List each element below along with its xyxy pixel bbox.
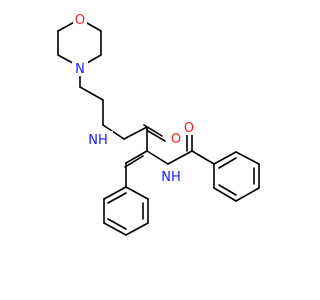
bond <box>107 218 127 230</box>
bond <box>102 124 125 140</box>
bond <box>235 187 260 202</box>
bond <box>213 187 237 202</box>
morpholine-oxygen-label: O <box>73 11 87 28</box>
bond <box>235 151 260 165</box>
bond <box>107 192 127 204</box>
bond <box>123 126 148 140</box>
morpholine-nitrogen-label: N <box>72 60 88 77</box>
nitrogen-atom: N <box>75 62 85 77</box>
ethyl-linker <box>79 66 125 140</box>
bond <box>79 86 104 101</box>
bond <box>191 150 215 165</box>
amide-nh-label-1: NH <box>83 131 113 148</box>
oxygen-atom: O <box>75 13 85 28</box>
bond <box>125 222 149 236</box>
bond <box>213 151 237 165</box>
molecule-structure: O N NH O NH O <box>57 11 260 236</box>
amide-group-1 <box>123 124 166 152</box>
bond <box>147 130 166 142</box>
bond <box>125 150 148 164</box>
bond <box>167 150 193 165</box>
nitrogen-atom: NH <box>88 133 108 148</box>
phenyl-ring-1 <box>103 186 149 236</box>
bond <box>103 222 127 236</box>
amide-oxygen-label-2: O <box>182 119 196 136</box>
oxygen-atom: O <box>171 132 181 147</box>
phenyl-ring-2 <box>213 151 260 202</box>
oxygen-atom: O <box>184 121 194 136</box>
bond <box>103 186 127 200</box>
amide-oxygen-label-1: O <box>169 130 183 147</box>
nitrogen-atom: NH <box>161 170 181 185</box>
bond <box>124 155 144 168</box>
bond <box>218 184 237 196</box>
bond <box>218 157 237 169</box>
bond <box>125 186 149 200</box>
alkene <box>124 150 148 188</box>
amide-nh-label-2: NH <box>156 168 186 185</box>
bond <box>146 150 169 165</box>
